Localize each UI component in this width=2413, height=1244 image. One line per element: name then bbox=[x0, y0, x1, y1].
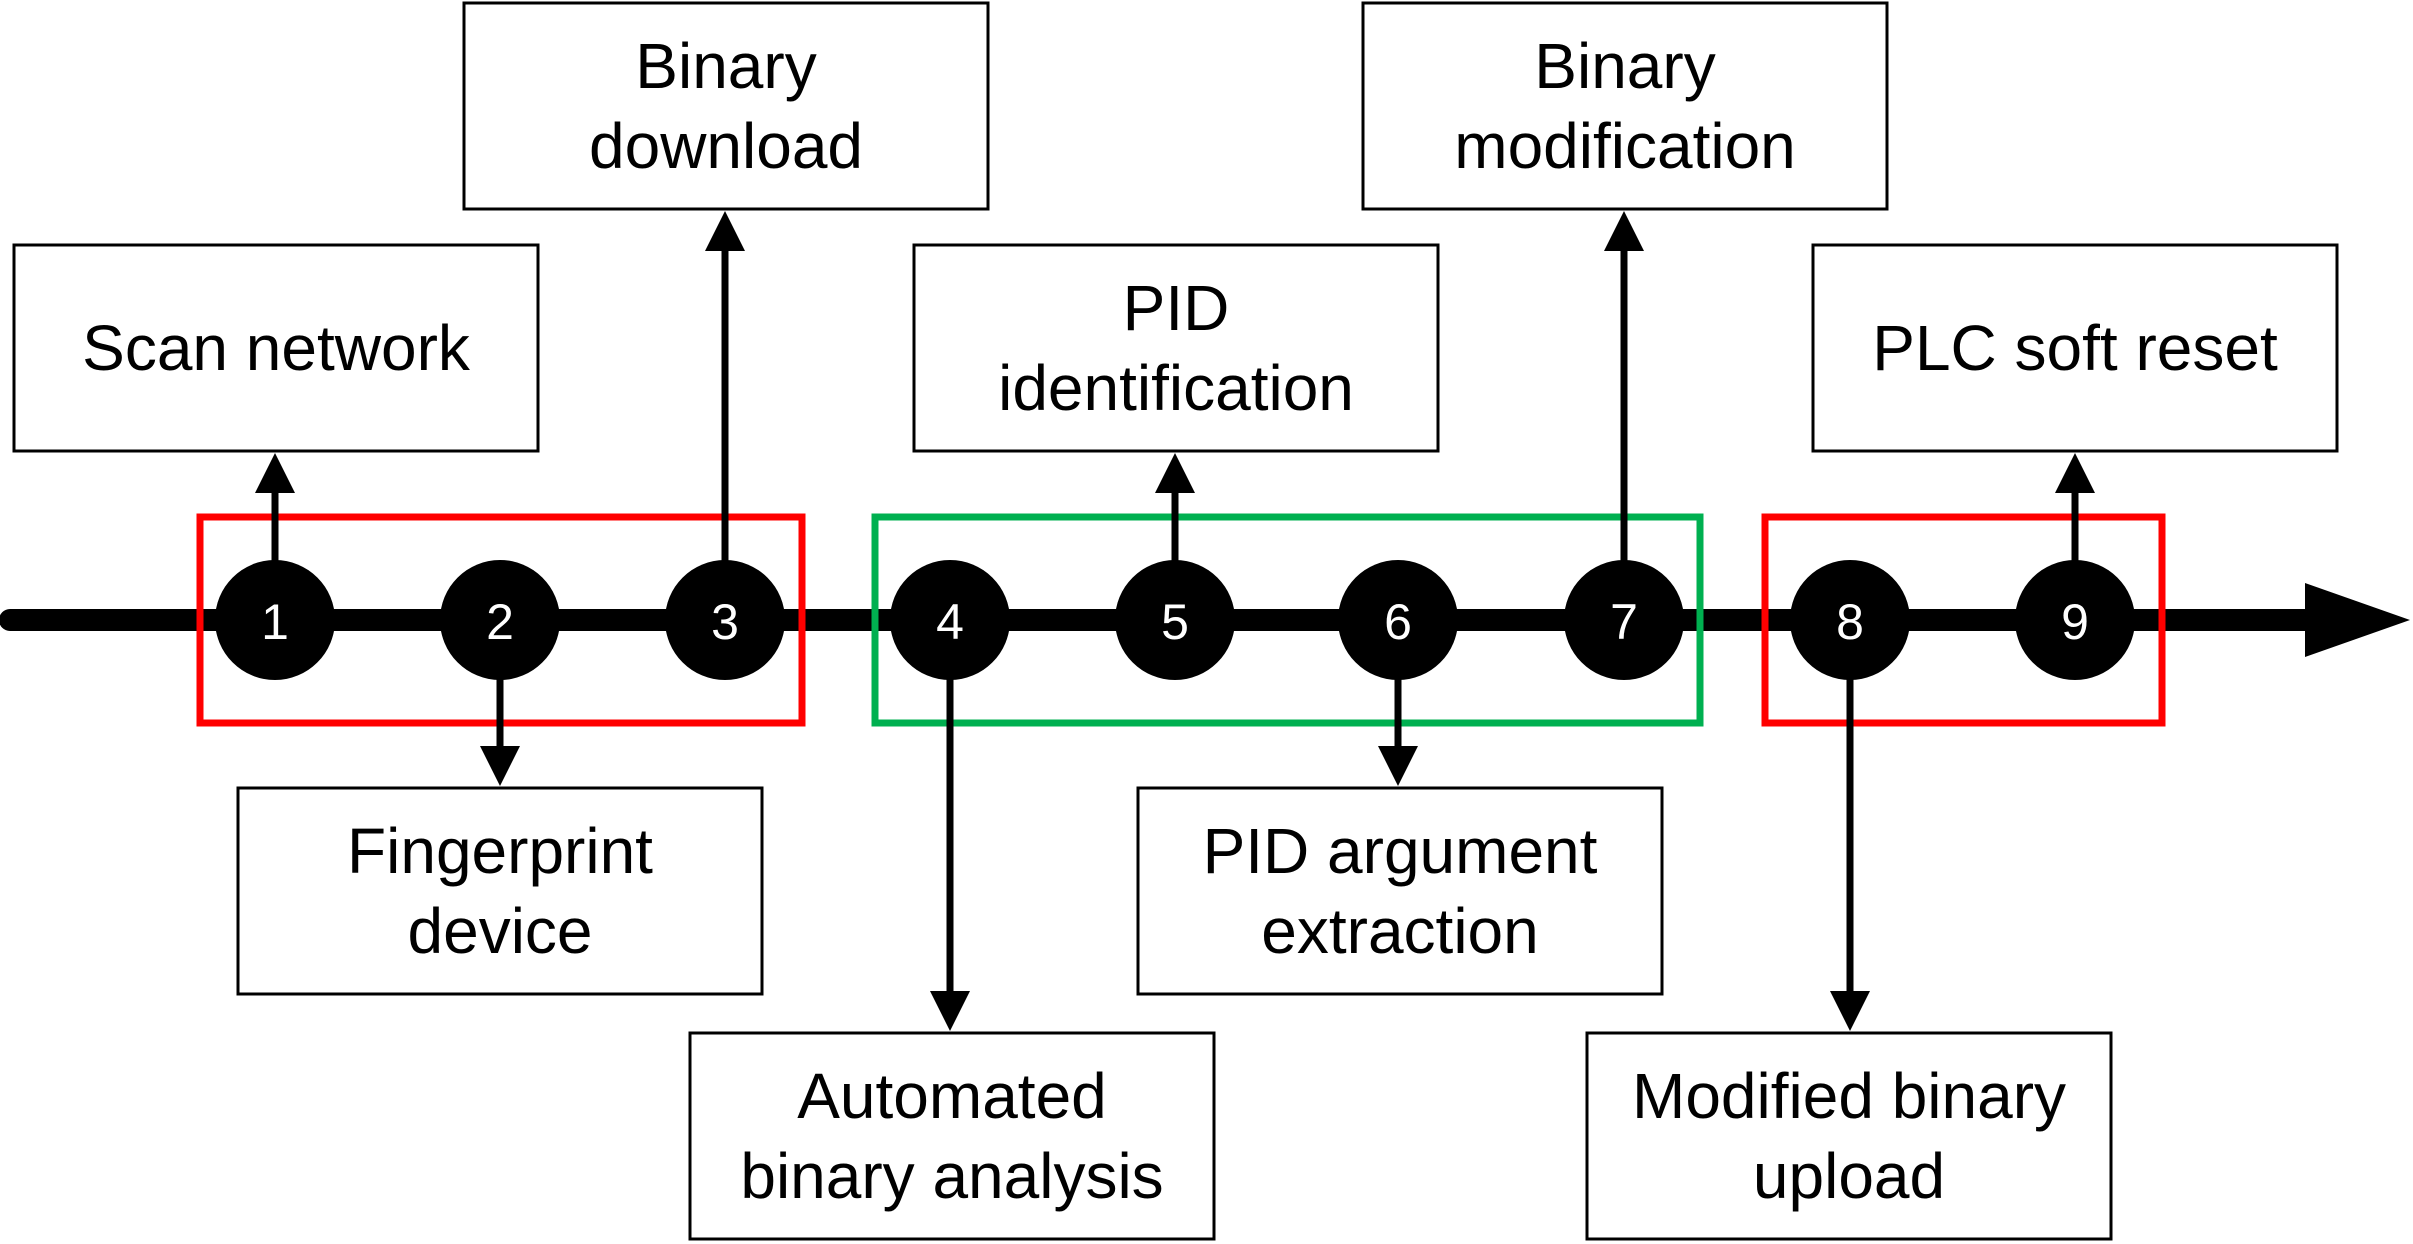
step-label-6-line-2: extraction bbox=[1261, 895, 1538, 967]
timeline-arrowhead bbox=[2305, 583, 2410, 657]
step-number-5: 5 bbox=[1161, 594, 1189, 650]
step-label-8-line-2: upload bbox=[1753, 1140, 1945, 1212]
step-node-7: 7 bbox=[1564, 560, 1684, 680]
step-label-5-line-2: identification bbox=[998, 352, 1354, 424]
step-number-7: 7 bbox=[1610, 594, 1638, 650]
step-label-6-line-1: PID argument bbox=[1203, 815, 1598, 887]
step-node-4: 4 bbox=[890, 560, 1010, 680]
connector-arrowhead-5 bbox=[1155, 453, 1195, 493]
step-label-4-line-2: binary analysis bbox=[740, 1140, 1163, 1212]
step-label-5-line-1: PID bbox=[1123, 272, 1230, 344]
step-nodes: 1 2 3 4 5 6 7 8 9 bbox=[215, 560, 2135, 680]
step-number-2: 2 bbox=[486, 594, 514, 650]
step-label-3-line-2: download bbox=[589, 110, 863, 182]
step-label-4-line-1: Automated bbox=[797, 1060, 1107, 1132]
step-box-3: Binary download bbox=[462, 1, 990, 211]
step-node-2: 2 bbox=[440, 560, 560, 680]
step-number-1: 1 bbox=[261, 594, 289, 650]
step-node-8: 8 bbox=[1790, 560, 1910, 680]
connector-arrowhead-8 bbox=[1830, 991, 1870, 1031]
step-box-2: Fingerprint device bbox=[236, 786, 764, 996]
step-box-5: PID identification bbox=[912, 243, 1440, 453]
step-number-9: 9 bbox=[2061, 594, 2089, 650]
step-label-9-line-1: PLC soft reset bbox=[1872, 312, 2278, 384]
step-node-9: 9 bbox=[2015, 560, 2135, 680]
step-box-4: Automated binary analysis bbox=[688, 1031, 1216, 1241]
step-number-4: 4 bbox=[936, 594, 964, 650]
step-node-5: 5 bbox=[1115, 560, 1235, 680]
step-number-8: 8 bbox=[1836, 594, 1864, 650]
step-label-7-line-1: Binary bbox=[1534, 30, 1715, 102]
step-label-8-line-1: Modified binary bbox=[1632, 1060, 2066, 1132]
step-box-6: PID argument extraction bbox=[1136, 786, 1664, 996]
step-label-1-line-1: Scan network bbox=[82, 312, 471, 384]
connector-arrowhead-6 bbox=[1378, 746, 1418, 786]
step-box-1: Scan network bbox=[12, 243, 540, 453]
step-label-3-line-1: Binary bbox=[635, 30, 816, 102]
step-number-6: 6 bbox=[1384, 594, 1412, 650]
connector-arrowhead-4 bbox=[930, 991, 970, 1031]
connector-arrowhead-2 bbox=[480, 746, 520, 786]
step-box-7: Binary modification bbox=[1361, 1, 1889, 211]
connector-arrowhead-1 bbox=[255, 453, 295, 493]
step-number-3: 3 bbox=[711, 594, 739, 650]
phase-box-2 bbox=[871, 513, 1704, 727]
step-node-6: 6 bbox=[1338, 560, 1458, 680]
connector-arrowhead-7 bbox=[1604, 211, 1644, 251]
connector-arrowhead-3 bbox=[705, 211, 745, 251]
step-box-8: Modified binary upload bbox=[1585, 1031, 2113, 1241]
step-label-2-line-2: device bbox=[408, 895, 593, 967]
step-box-9: PLC soft reset bbox=[1811, 243, 2339, 453]
phase-box-3 bbox=[1761, 513, 2166, 727]
step-node-3: 3 bbox=[665, 560, 785, 680]
step-label-7-line-2: modification bbox=[1454, 110, 1796, 182]
connector-arrowhead-9 bbox=[2055, 453, 2095, 493]
step-label-2-line-1: Fingerprint bbox=[347, 815, 653, 887]
step-node-1: 1 bbox=[215, 560, 335, 680]
